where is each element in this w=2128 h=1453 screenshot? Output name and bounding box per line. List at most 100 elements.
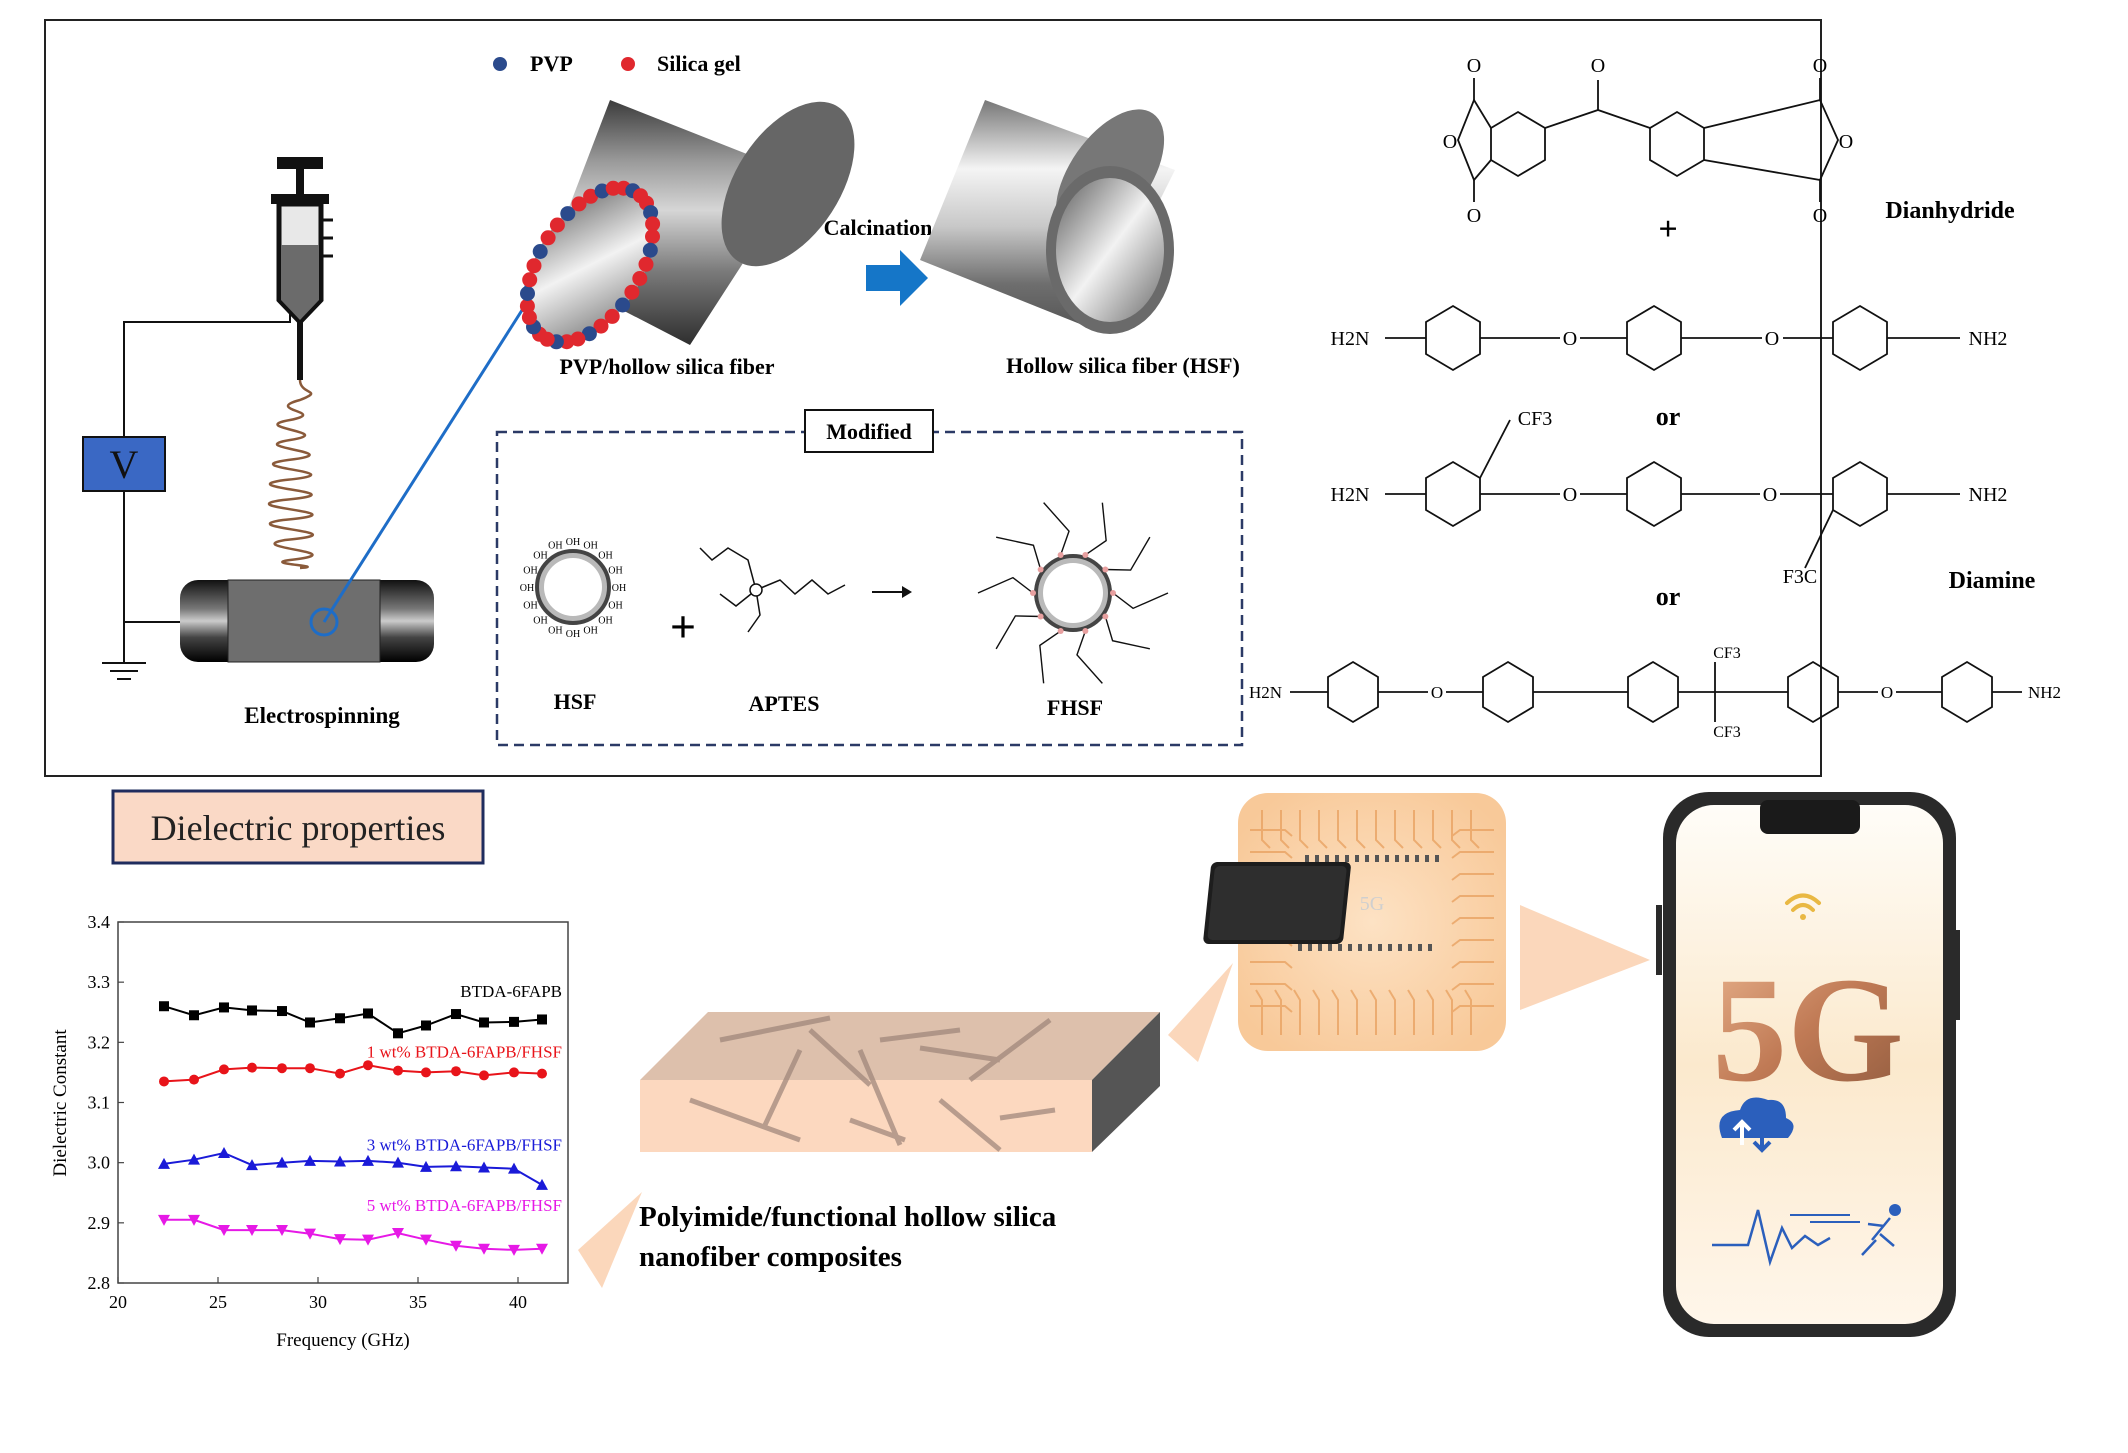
oh-group: OH <box>608 601 622 612</box>
circuit-trace <box>1451 983 1494 991</box>
chip-5g-icon: 5G <box>1203 793 1506 1051</box>
chip-pin <box>1375 855 1379 862</box>
f3c-label: F3C <box>1783 566 1817 588</box>
dianhydride-structure <box>1457 78 1839 202</box>
data-point <box>479 1017 489 1028</box>
circuit-trace <box>1299 810 1309 849</box>
series-label: 1 wt% BTDA-6FAPB/FHSF <box>367 1042 562 1061</box>
oh-group: OH <box>523 565 537 576</box>
data-point <box>334 1155 346 1167</box>
bond-dot <box>1082 628 1089 635</box>
fhsf-label: FHSF <box>1047 695 1103 720</box>
chip-pin <box>1328 944 1332 951</box>
bead <box>549 217 565 233</box>
bead <box>540 230 556 246</box>
bond-dot <box>1082 551 1089 558</box>
data-point <box>218 1147 230 1159</box>
silane-arm <box>1084 502 1107 556</box>
h2n-3: H2N <box>1249 683 1282 702</box>
data-point <box>247 1005 257 1016</box>
data-point <box>335 1013 345 1024</box>
nanofiber <box>849 1117 906 1143</box>
series-line <box>164 1218 543 1251</box>
nanofiber <box>919 1045 1001 1063</box>
carbonyl-o-1: O <box>1591 55 1605 77</box>
nanofiber <box>857 1049 903 1146</box>
bead <box>532 244 548 259</box>
chip-pin <box>1378 944 1382 951</box>
ether-o-2: O <box>1765 328 1779 350</box>
calcination-label: Calcination <box>824 215 933 240</box>
data-point <box>158 1157 170 1169</box>
data-point <box>334 1234 346 1246</box>
circuit-trace <box>1451 961 1494 969</box>
legend-pvp: PVP <box>530 51 573 76</box>
bond-dot <box>1102 613 1109 620</box>
silane-arm <box>1104 616 1151 650</box>
bond-dot <box>1057 551 1064 558</box>
series-label: 3 wt% BTDA-6FAPB/FHSF <box>367 1136 562 1155</box>
data-point <box>420 1160 432 1172</box>
circuit-trace <box>1369 989 1377 1035</box>
or-label-2: or <box>1656 582 1681 611</box>
data-point <box>305 1063 315 1074</box>
circuit-trace <box>1464 989 1472 1035</box>
ether-o-5: O <box>1431 683 1443 702</box>
y-tick-label: 3.1 <box>88 1093 111 1113</box>
data-point <box>276 1225 288 1237</box>
data-point <box>508 1244 520 1256</box>
data-point <box>479 1070 489 1081</box>
bond-dot <box>1030 590 1036 596</box>
circuit-trace <box>1375 810 1385 849</box>
data-point <box>392 1156 404 1168</box>
series-label: BTDA-6FAPB <box>460 982 562 1001</box>
data-point <box>277 1063 287 1074</box>
circuit-trace <box>1250 851 1293 859</box>
x-tick-label: 25 <box>209 1292 227 1312</box>
x-tick-label: 35 <box>409 1292 427 1312</box>
silane-arm <box>1043 502 1070 556</box>
pulse-runner-icon <box>1712 1204 1901 1267</box>
silane-arm <box>1105 536 1151 571</box>
chart-xlabel: Frequency (GHz) <box>276 1330 409 1351</box>
chip-pin <box>1425 855 1429 862</box>
series-label: 5 wt% BTDA-6FAPB/FHSF <box>367 1196 562 1215</box>
ether-o-4: O <box>1763 484 1777 506</box>
bead <box>560 206 576 222</box>
circuit-trace <box>1451 829 1494 837</box>
oh-group: OH <box>523 601 537 612</box>
fiber-jet <box>267 379 315 570</box>
nh2-1: NH2 <box>1969 328 2008 350</box>
chip-pin <box>1308 944 1312 951</box>
circuit-trace <box>1451 895 1494 903</box>
data-point <box>219 1002 229 1013</box>
silane-arm <box>1076 630 1103 684</box>
composite-label-line1: Polyimide/functional hollow silica <box>639 1201 1057 1233</box>
circuit-trace <box>1261 810 1271 849</box>
chem-plus: + <box>1658 211 1677 248</box>
bead <box>645 216 661 232</box>
circuit-trace <box>1293 989 1301 1035</box>
voltage-label: V <box>110 442 139 487</box>
circuit-trace <box>1451 917 1494 925</box>
circuit-trace <box>1432 810 1442 849</box>
particle-legend: PVP Silica gel <box>493 51 741 76</box>
oh-group: OH <box>583 626 597 637</box>
chip-pin <box>1365 855 1369 862</box>
silane-arm <box>1112 592 1169 610</box>
dielectric-title: Dielectric properties <box>151 808 446 848</box>
nanofiber <box>938 1098 1002 1152</box>
cloud-transfer-icon <box>1719 1097 1794 1153</box>
data-point <box>276 1156 288 1168</box>
circuit-trace <box>1413 810 1423 849</box>
y-tick-label: 3.4 <box>88 912 111 932</box>
data-point <box>392 1228 404 1240</box>
pvp-silica-fiber-icon <box>519 100 855 350</box>
chip-pin <box>1395 855 1399 862</box>
oh-group: OH <box>566 629 580 640</box>
chip-pin <box>1335 855 1339 862</box>
cf3-top: CF3 <box>1713 645 1741 662</box>
circuit-trace <box>1451 851 1494 859</box>
